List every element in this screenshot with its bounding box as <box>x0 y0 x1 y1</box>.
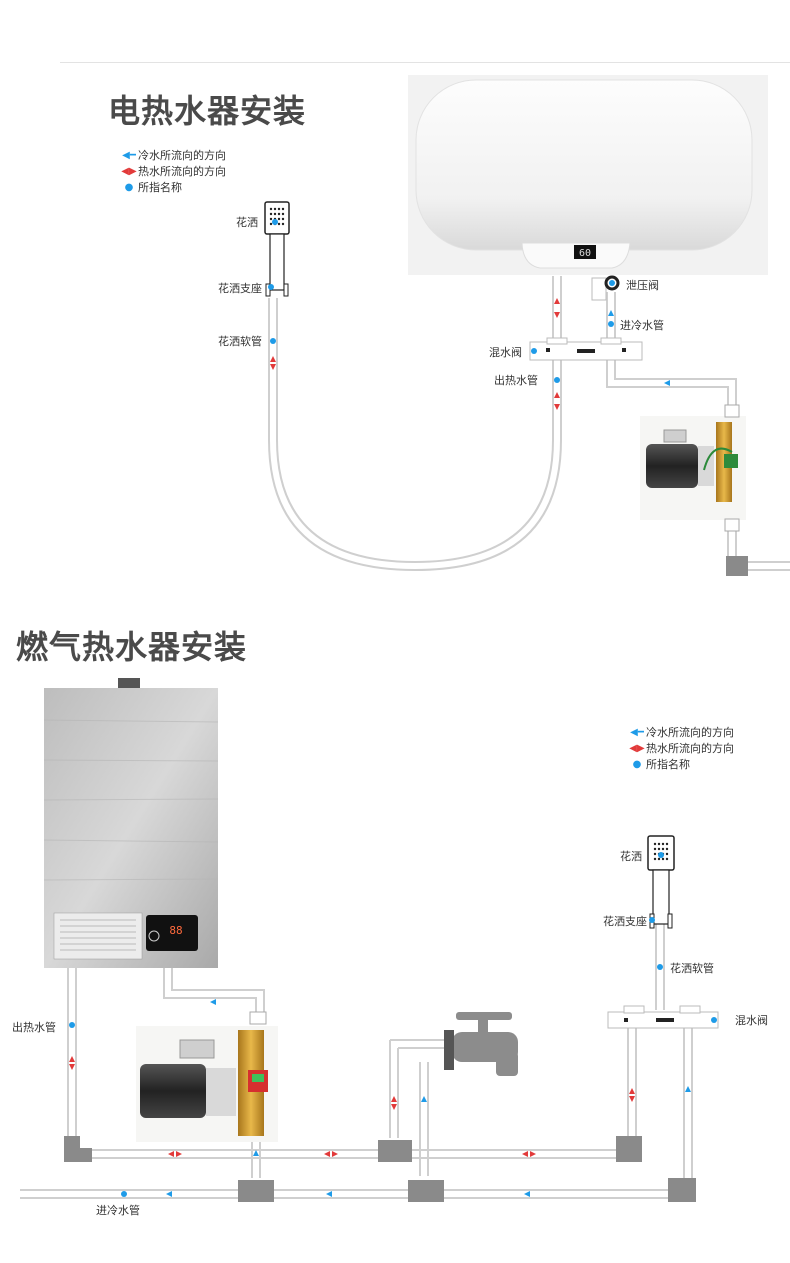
gas-fittings <box>64 1136 696 1202</box>
hot-arrow-icon: ◀▶ <box>629 743 645 754</box>
label-shower-hose: 花洒软管 <box>218 335 262 348</box>
hot-arrow-icon: ◀▶ <box>121 166 137 177</box>
electric-section-title: 电热水器安装 <box>108 92 307 130</box>
pump-fitting-bottom <box>724 518 740 532</box>
label-shower-head: 花洒 <box>236 216 258 229</box>
label-gas-mixing-valve: 混水阀 <box>735 1014 768 1027</box>
gas-label-dots <box>69 852 717 1197</box>
legend-dot: ●所指名称 <box>628 757 734 773</box>
svg-text:60: 60 <box>579 248 591 259</box>
gas-flow-arrows <box>69 999 691 1197</box>
relief-valve <box>591 275 620 301</box>
electric-shower-head <box>264 201 290 297</box>
label-relief-valve: 泄压阀 <box>626 279 659 292</box>
gas-legend: ◀━冷水所流向的方向 ◀▶热水所流向的方向 ●所指名称 <box>628 725 734 773</box>
legend-hot: ◀▶热水所流向的方向 <box>121 165 226 178</box>
dot-icon: ● <box>632 759 642 770</box>
label-gas-cold-inlet: 进冷水管 <box>96 1204 140 1217</box>
gas-water-heater-image: 88 <box>43 678 219 968</box>
electric-pipes <box>268 276 790 572</box>
label-cold-inlet: 进冷水管 <box>620 319 664 332</box>
label-mixing-valve: 混水阀 <box>489 346 522 359</box>
gas-display <box>146 915 198 951</box>
gas-shower-head <box>647 835 675 929</box>
electric-display <box>574 245 596 259</box>
top-divider <box>60 62 790 63</box>
electric-flow-arrows <box>270 298 670 410</box>
label-gas-shower-head: 花洒 <box>620 850 642 863</box>
electric-mixing-valve <box>529 337 643 361</box>
label-gas-shower-holder: 花洒支座 <box>603 915 647 928</box>
gas-section-title: 燃气热水器安装 <box>16 628 248 666</box>
legend-cold: ◀━冷水所流向的方向 <box>628 725 734 741</box>
dot-icon: ● <box>124 182 134 193</box>
pump-fitting-top <box>724 404 740 418</box>
label-gas-shower-hose: 花洒软管 <box>670 962 714 975</box>
legend-dot: ●所指名称 <box>120 180 226 196</box>
svg-text:88: 88 <box>169 924 182 937</box>
cold-arrow-icon: ◀━ <box>630 727 644 738</box>
gas-mixing-valve <box>607 1005 719 1029</box>
electric-water-heater-image: 60 <box>408 75 768 275</box>
cold-arrow-icon: ◀━ <box>122 150 136 161</box>
electric-pump-image <box>640 416 746 520</box>
electric-legend: ◀━冷水所流向的方向 ◀▶热水所流向的方向 ●所指名称 <box>120 148 226 196</box>
label-shower-holder: 花洒支座 <box>218 282 262 295</box>
faucet-icon <box>444 1012 518 1076</box>
label-gas-hot-outlet: 出热水管 <box>12 1021 56 1034</box>
electric-label-dots <box>268 219 615 383</box>
gas-pump-fitting <box>249 1011 267 1025</box>
legend-hot: ◀▶热水所流向的方向 <box>629 742 734 755</box>
gas-pump-image <box>136 1026 278 1142</box>
label-hot-outlet: 出热水管 <box>494 374 538 387</box>
elbow-fitting <box>726 556 748 576</box>
legend-cold: ◀━冷水所流向的方向 <box>120 148 226 164</box>
